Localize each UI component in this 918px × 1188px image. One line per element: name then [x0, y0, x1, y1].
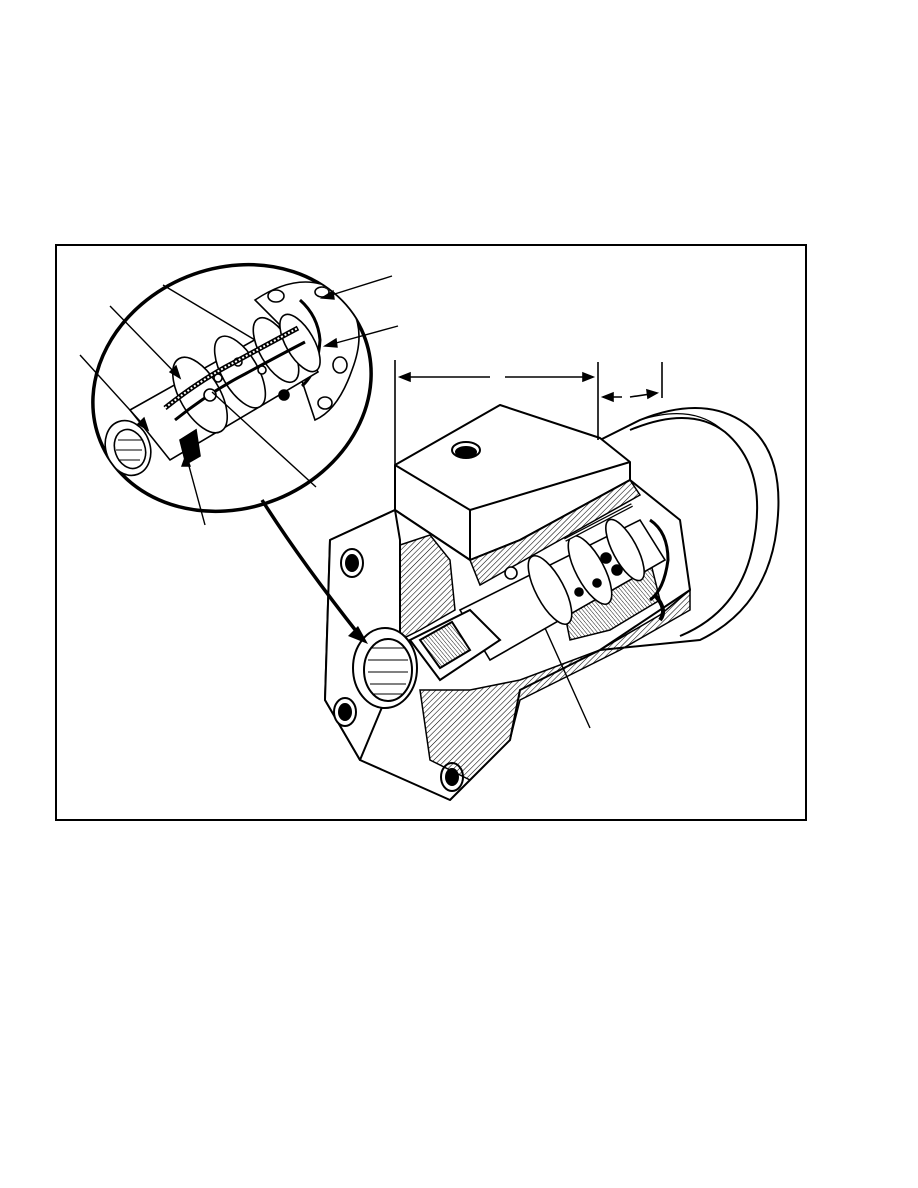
leader-cross-pin: [211, 391, 317, 488]
detail-connector-arrowhead: [348, 626, 368, 644]
leader-retainer-arrowhead: [181, 452, 191, 467]
leader-sleeve: [109, 305, 181, 379]
leader-pin-arrowhead: [322, 337, 338, 348]
spool-sleeve-assembly: [458, 503, 670, 662]
leader-spool-arrowhead: [136, 416, 150, 432]
leader-main-spool: [544, 627, 591, 729]
detail-inset: [91, 262, 373, 514]
leader-sleeve-arrowhead: [168, 364, 182, 380]
leader-spring: [162, 284, 256, 341]
callout-leaders: [79, 275, 591, 729]
leader-pin: [324, 325, 399, 347]
leader-spool: [79, 354, 149, 431]
dimension-lines: [394, 360, 663, 465]
leader-flange-arrowhead: [319, 289, 335, 300]
detail-connector-line: [260, 499, 362, 638]
input-spline-bore: [352, 608, 502, 709]
